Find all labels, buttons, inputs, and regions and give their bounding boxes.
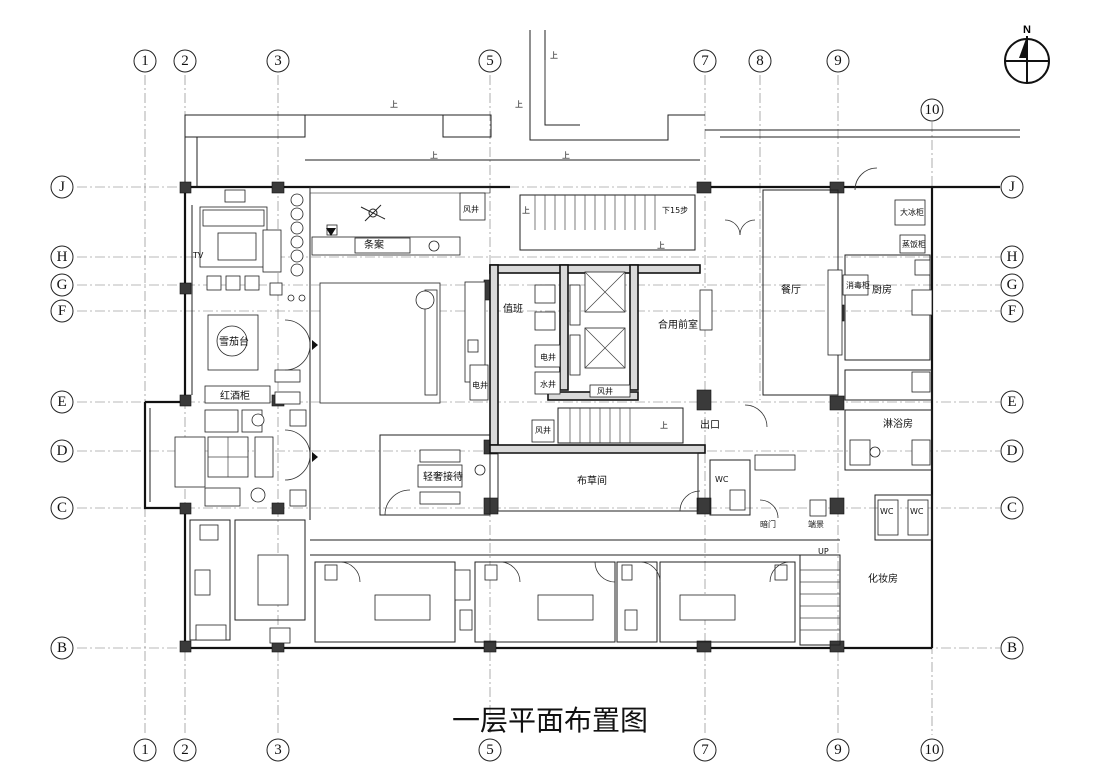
sterilizer-label: 消毒柜 [846,280,870,290]
axis-label: J [59,179,65,195]
side-table-label: 条案 [364,238,384,251]
right-wing: 餐厅 厨房 大冰柜 蒸饭柜 消毒柜 淋浴房 WC WC 化妆房 [762,167,933,585]
elevator-lobby-label: 合用前室 [658,318,698,331]
axis-label: 10 [925,102,940,118]
freezer-label: 大冰柜 [900,207,924,217]
drawing-title: 一层平面布置图 [452,704,648,737]
axis-label: 3 [274,53,282,69]
axis-bubbles-left: J H G F E D C B [50,175,74,660]
axis-label: 1 [141,742,149,758]
axis-label: 7 [701,53,709,69]
wc-label: WC [880,507,894,516]
exterior-top: 上 上 上 上 上 [184,30,1020,187]
kitchen-label: 厨房 [872,283,892,296]
axis-label: F [1008,303,1016,319]
axis-label: H [57,249,68,265]
axis-label: 10 [925,742,940,758]
grass-room-label: 布草间 [577,474,607,487]
grass-room: 布草间 [497,452,701,512]
stairs-lower: 上 [557,407,684,444]
dark-door-label: 暗门 [760,519,776,529]
scenery-label: 端景 [808,519,824,529]
axis-label: 5 [486,742,494,758]
stair-up-label: 上 [522,206,530,215]
wind-shaft-label: 风井 [535,425,551,435]
north-arrow-icon: N [1004,24,1050,84]
compass-label: N [1023,24,1031,36]
wine-cabinet-label: 红酒柜 [220,389,250,402]
shower-label: 淋浴房 [883,417,913,430]
axis-bubbles-bottom: 1 2 3 5 7 9 10 [133,738,944,762]
axis-label: G [1007,277,1018,293]
water-shaft-label: 水井 [540,379,556,389]
axis-label: 9 [834,742,842,758]
dining-label: 餐厅 [781,283,801,296]
lounge-doors [284,187,318,520]
axis-label: B [1007,640,1017,656]
wc-label: WC [715,475,729,484]
stair-up-label: 上 [430,151,438,160]
stair-up-label: 上 [515,100,523,109]
axis-label: E [1007,394,1016,410]
axis-label: 8 [756,53,764,69]
duty-label: 值班 [503,302,523,315]
axis-label: 1 [141,53,149,69]
axis-bubbles-right: J H G F E D C B [1000,175,1024,660]
tv-label: TV [192,251,204,260]
stair-up-label: 上 [550,51,558,60]
axis-label: B [57,640,67,656]
rice-cabinet-label: 蒸饭柜 [902,239,926,249]
wind-shaft-label: 风井 [463,204,479,214]
light-reception-label: 轻奢接待 [423,470,463,483]
cigar-table-label: 雪茄台 [219,335,249,348]
stair-up-label: 上 [562,151,570,160]
axis-label: F [58,303,66,319]
stair-down-label: 下15步 [662,206,688,215]
columns [179,181,845,653]
wc-label: WC [910,507,924,516]
bottom-wing: UP [189,519,841,646]
axis-label: 3 [274,742,282,758]
up-label: UP [818,547,829,556]
axis-label: C [57,500,67,516]
elec-shaft-label: 电井 [540,352,556,362]
stair-up-label: 上 [660,421,668,430]
axis-label: D [57,443,68,459]
axis-label: C [1007,500,1017,516]
stairs-upper: 上 下15步 上 [519,194,696,251]
axis-label: H [1007,249,1018,265]
axis-label: 2 [181,53,189,69]
lounge-area: TV 雪茄台 红酒柜 [174,189,307,507]
makeup-label: 化妆房 [868,572,898,585]
reception-room: 轻奢接待 [379,434,491,516]
wind-shaft-label: 风井 [597,386,613,396]
axis-label: 2 [181,742,189,758]
axis-label: 9 [834,53,842,69]
core: 值班 电井 水井 风井 风井 合用前室 上 [489,194,768,454]
axis-label: E [57,394,66,410]
stair-up-label: 上 [390,100,398,109]
axis-label: 7 [701,742,709,758]
elec-shaft-label: 电井 [472,380,488,390]
axis-label: D [1007,443,1018,459]
axis-label: G [57,277,68,293]
central-hall: 条案 风井 电井 [309,186,491,404]
axis-label: 5 [486,53,494,69]
wc-area: WC 暗门 端景 [709,454,827,529]
axis-bubbles-top: 1 2 3 5 7 8 9 10 [133,49,944,122]
exit-label: 出口 [700,418,720,431]
axis-label: J [1009,179,1015,195]
stair-up-label: 上 [657,241,665,250]
